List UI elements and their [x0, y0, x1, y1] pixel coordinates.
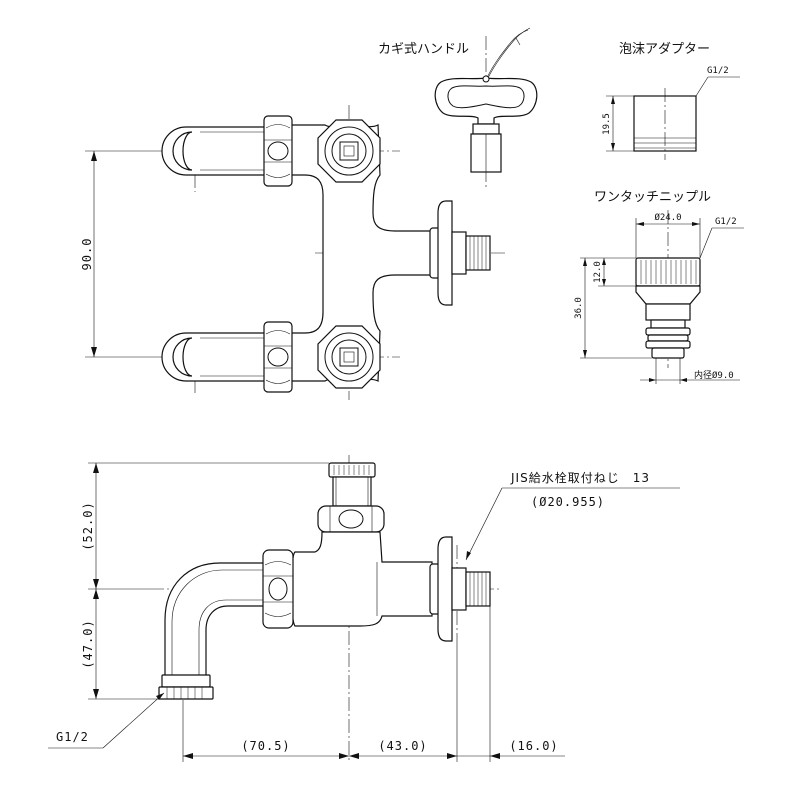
nipple-thread-label: G1/2 [715, 217, 737, 227]
dim-top-height-label: 90.0 [80, 238, 94, 271]
nipple-knurl [640, 260, 697, 284]
upper-hex-nut [263, 115, 293, 187]
dim-side-upper-label: (52.0) [81, 501, 95, 550]
adapter-height-label: 19.5 [602, 113, 612, 135]
top-body [289, 121, 433, 385]
nipple-height-small-label: 12.0 [593, 261, 603, 283]
lower-hex-nut [263, 321, 293, 393]
dim-side-lower-label: (47.0) [81, 619, 95, 668]
jis-thread-callout: JIS給水栓取付ねじ 13 (Ø20.955) [465, 470, 680, 561]
side-body [290, 531, 433, 627]
dim-side-horizontal: (70.5) (43.0) (16.0) [182, 606, 565, 762]
nipple-height-total-label: 36.0 [574, 297, 584, 319]
foam-adapter-label: 泡沫アダプター [619, 42, 710, 57]
bottom-thread-callout: G1/2 [48, 692, 165, 749]
top-right-fitting [429, 200, 491, 306]
nipple-label: ワンタッチニップル [594, 190, 711, 205]
key-handle-view: カギ式ハンドル [378, 27, 538, 190]
side-view: JIS給水栓取付ねじ 13 (Ø20.955) G1/2 (52.0) (47.… [48, 455, 680, 762]
upper-valve-head [317, 119, 381, 183]
side-spout [158, 562, 269, 700]
side-spout-nut [262, 549, 294, 629]
foam-adapter-view: 泡沫アダプター G1/2 19.5 [602, 42, 740, 160]
key-handle-label: カギ式ハンドル [378, 42, 469, 57]
jis-thread-label: JIS給水栓取付ねじ 13 [510, 470, 650, 485]
nipple-diameter-label: Ø24.0 [654, 212, 681, 223]
dim-top-height: 90.0 [80, 150, 150, 358]
lower-valve-head [317, 325, 381, 389]
side-valve-cap [328, 462, 376, 507]
adapter-thread-label: G1/2 [707, 66, 729, 76]
dim-width-left-label: (70.5) [241, 739, 290, 753]
lower-elbow-pipe [161, 332, 276, 382]
top-view: 90.0 [80, 105, 505, 400]
dim-width-right-label: (16.0) [509, 739, 558, 753]
one-touch-nipple-view: ワンタッチニップル Ø24.0 G1/2 [574, 190, 744, 384]
bottom-thread-label: G1/2 [56, 730, 89, 744]
dim-side-vertical: (52.0) (47.0) [81, 462, 329, 700]
dim-width-mid-label: (43.0) [378, 739, 427, 753]
jis-diameter-label: (Ø20.955) [531, 495, 605, 509]
side-bonnet-nut [317, 505, 385, 533]
upper-elbow-pipe [161, 126, 276, 176]
nipple-inner-label: 内径Ø9.0 [694, 369, 734, 381]
side-right-fitting [429, 536, 491, 642]
